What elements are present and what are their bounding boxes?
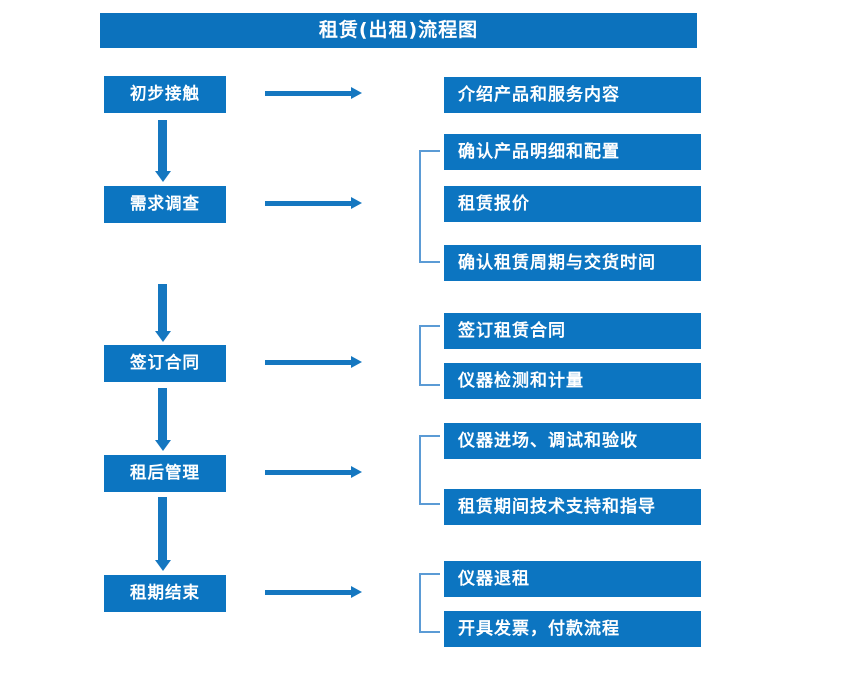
branch-arrow-right-2	[265, 197, 362, 209]
flow-arrow-down-3	[154, 388, 171, 451]
arrow-head-down-icon	[154, 171, 171, 182]
detail-box-9[interactable]: 仪器退租	[444, 561, 701, 597]
arrow-shaft	[265, 359, 351, 365]
branch-arrow-right-4	[265, 466, 362, 478]
arrow-shaft	[158, 284, 167, 331]
arrow-shaft	[265, 469, 351, 475]
detail-box-3[interactable]: 租赁报价	[444, 186, 701, 222]
group-bracket-4	[419, 435, 440, 505]
detail-box-10[interactable]: 开具发票，付款流程	[444, 611, 701, 647]
stage-box-3[interactable]: 签订合同	[104, 345, 226, 382]
branch-arrow-right-3	[265, 356, 362, 368]
arrow-shaft	[265, 90, 351, 96]
detail-box-4[interactable]: 确认租赁周期与交货时间	[444, 245, 701, 281]
arrow-shaft	[158, 388, 167, 440]
detail-box-7[interactable]: 仪器进场、调试和验收	[444, 423, 701, 459]
arrow-shaft	[158, 120, 167, 171]
detail-box-8[interactable]: 租赁期间技术支持和指导	[444, 489, 701, 525]
arrow-head-right-icon	[351, 466, 362, 478]
arrow-shaft	[265, 589, 351, 595]
detail-box-2[interactable]: 确认产品明细和配置	[444, 134, 701, 170]
arrow-head-down-icon	[154, 440, 171, 451]
arrow-shaft	[265, 200, 351, 206]
branch-arrow-right-1	[265, 87, 362, 99]
arrow-head-down-icon	[154, 560, 171, 571]
stage-box-1[interactable]: 初步接触	[104, 76, 226, 113]
stage-box-5[interactable]: 租期结束	[104, 575, 226, 612]
stage-box-4[interactable]: 租后管理	[104, 455, 226, 492]
detail-box-5[interactable]: 签订租赁合同	[444, 313, 701, 349]
branch-arrow-right-5	[265, 586, 362, 598]
chart-title: 租赁(出租)流程图	[100, 13, 697, 48]
group-bracket-5	[419, 573, 440, 633]
arrow-head-right-icon	[351, 586, 362, 598]
arrow-shaft	[158, 497, 167, 560]
arrow-head-right-icon	[351, 197, 362, 209]
flow-arrow-down-1	[154, 120, 171, 182]
group-bracket-3	[419, 325, 440, 386]
group-bracket-2	[419, 150, 440, 263]
detail-box-1[interactable]: 介绍产品和服务内容	[444, 77, 701, 113]
stage-box-2[interactable]: 需求调查	[104, 186, 226, 223]
flow-arrow-down-2	[154, 284, 171, 342]
arrow-head-right-icon	[351, 356, 362, 368]
flow-arrow-down-4	[154, 497, 171, 571]
detail-box-6[interactable]: 仪器检测和计量	[444, 363, 701, 399]
arrow-head-right-icon	[351, 87, 362, 99]
arrow-head-down-icon	[154, 331, 171, 342]
